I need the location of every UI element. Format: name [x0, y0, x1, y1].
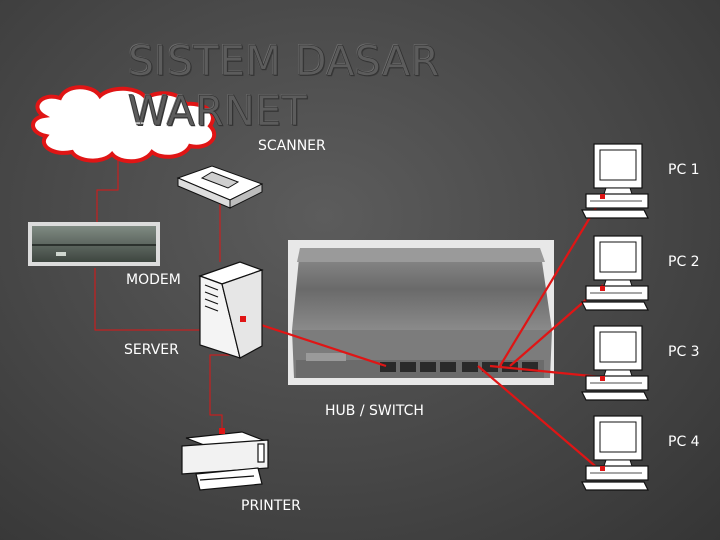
- pc4-label: PC 4: [668, 434, 700, 450]
- internet-label: INTERNET: [80, 121, 150, 137]
- pc1-label: PC 1: [668, 162, 700, 178]
- pc3-label: PC 3: [668, 344, 700, 360]
- server-label: SERVER: [124, 342, 179, 358]
- pc-1-icon: [581, 143, 649, 219]
- pc-4-icon: [581, 415, 649, 491]
- pc-2-icon: [581, 235, 649, 311]
- server-icon: [198, 261, 264, 359]
- modem-icon: [28, 222, 160, 266]
- cables: [94, 160, 604, 472]
- modem-label: MODEM: [126, 272, 181, 288]
- scanner-icon: [176, 165, 264, 209]
- cable-hub-pc1: [499, 195, 604, 367]
- cable-hub-pc4: [477, 365, 602, 472]
- cable-hub-pc3: [489, 364, 602, 379]
- pc-3-icon: [581, 325, 649, 401]
- pc2-label: PC 2: [668, 254, 700, 270]
- cable-modem-server: [94, 268, 200, 331]
- cable-internet-modem: [96, 160, 119, 222]
- pc-icon: [581, 143, 649, 491]
- hub-switch-label: HUB / SWITCH: [325, 403, 424, 419]
- cloud-icon: [31, 85, 217, 164]
- page-title: SISTEM DASAR WARNET: [128, 37, 440, 136]
- hub-switch-icon: [288, 240, 554, 385]
- cable-server-hub: [245, 318, 387, 368]
- cable-server-printer: [209, 354, 240, 432]
- printer-icon: [181, 428, 269, 491]
- scanner-label: SCANNER: [258, 138, 326, 154]
- printer-label: PRINTER: [241, 498, 301, 514]
